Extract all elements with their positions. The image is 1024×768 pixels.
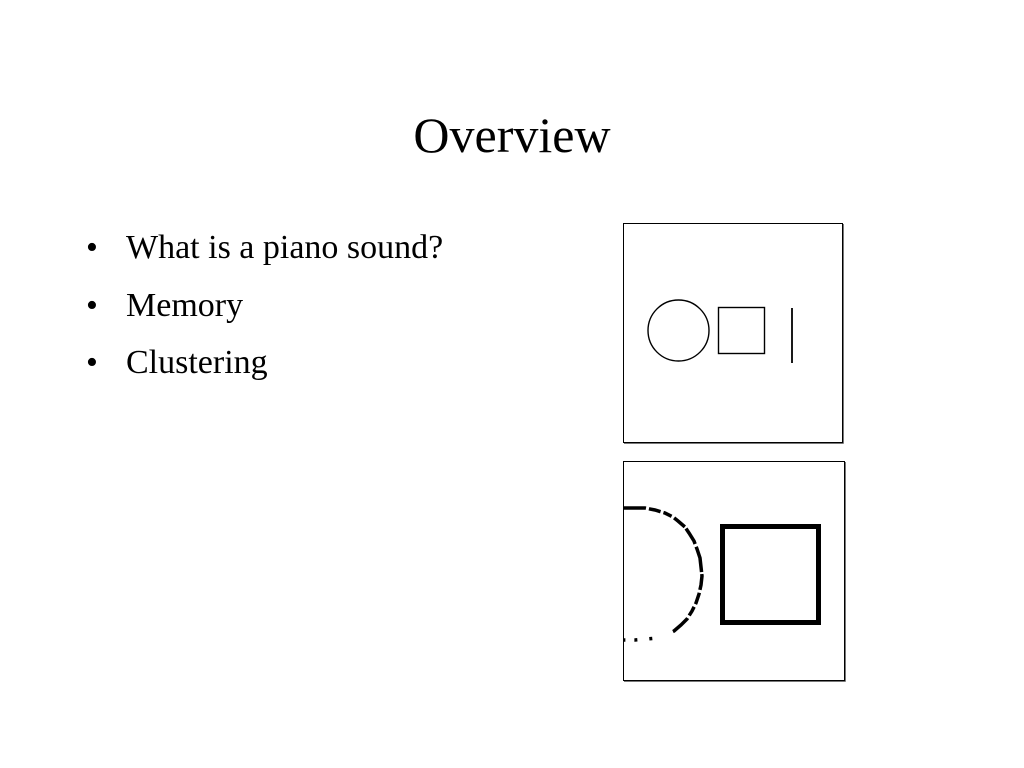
bullet-text: Clustering: [126, 344, 268, 381]
thick-square-shape: [720, 524, 821, 625]
half-circle-shape: [624, 506, 704, 642]
bullet-marker: •: [86, 286, 98, 324]
shapes-figure-bottom: [623, 461, 846, 682]
figure-frame: [623, 461, 845, 681]
bullet-text: What is a piano sound?: [126, 229, 444, 266]
bullet-marker: •: [86, 229, 98, 266]
bullet-item: • Clustering: [86, 343, 443, 383]
bullet-item: • Memory: [86, 286, 443, 326]
shapes-figure-top-svg: [623, 223, 844, 444]
figure-frame: [623, 223, 843, 443]
circle-shape: [647, 299, 710, 362]
bullet-text: Memory: [126, 286, 244, 324]
bullet-item: • What is a piano sound?: [86, 228, 443, 268]
shapes-figure-bottom-svg: [623, 461, 846, 682]
slide-title: Overview: [413, 107, 611, 163]
square-shape: [717, 306, 766, 355]
shapes-figure-top: [623, 223, 844, 444]
bullet-marker: •: [86, 344, 98, 381]
bullet-list: • What is a piano sound? • Memory • Clus…: [86, 228, 443, 401]
